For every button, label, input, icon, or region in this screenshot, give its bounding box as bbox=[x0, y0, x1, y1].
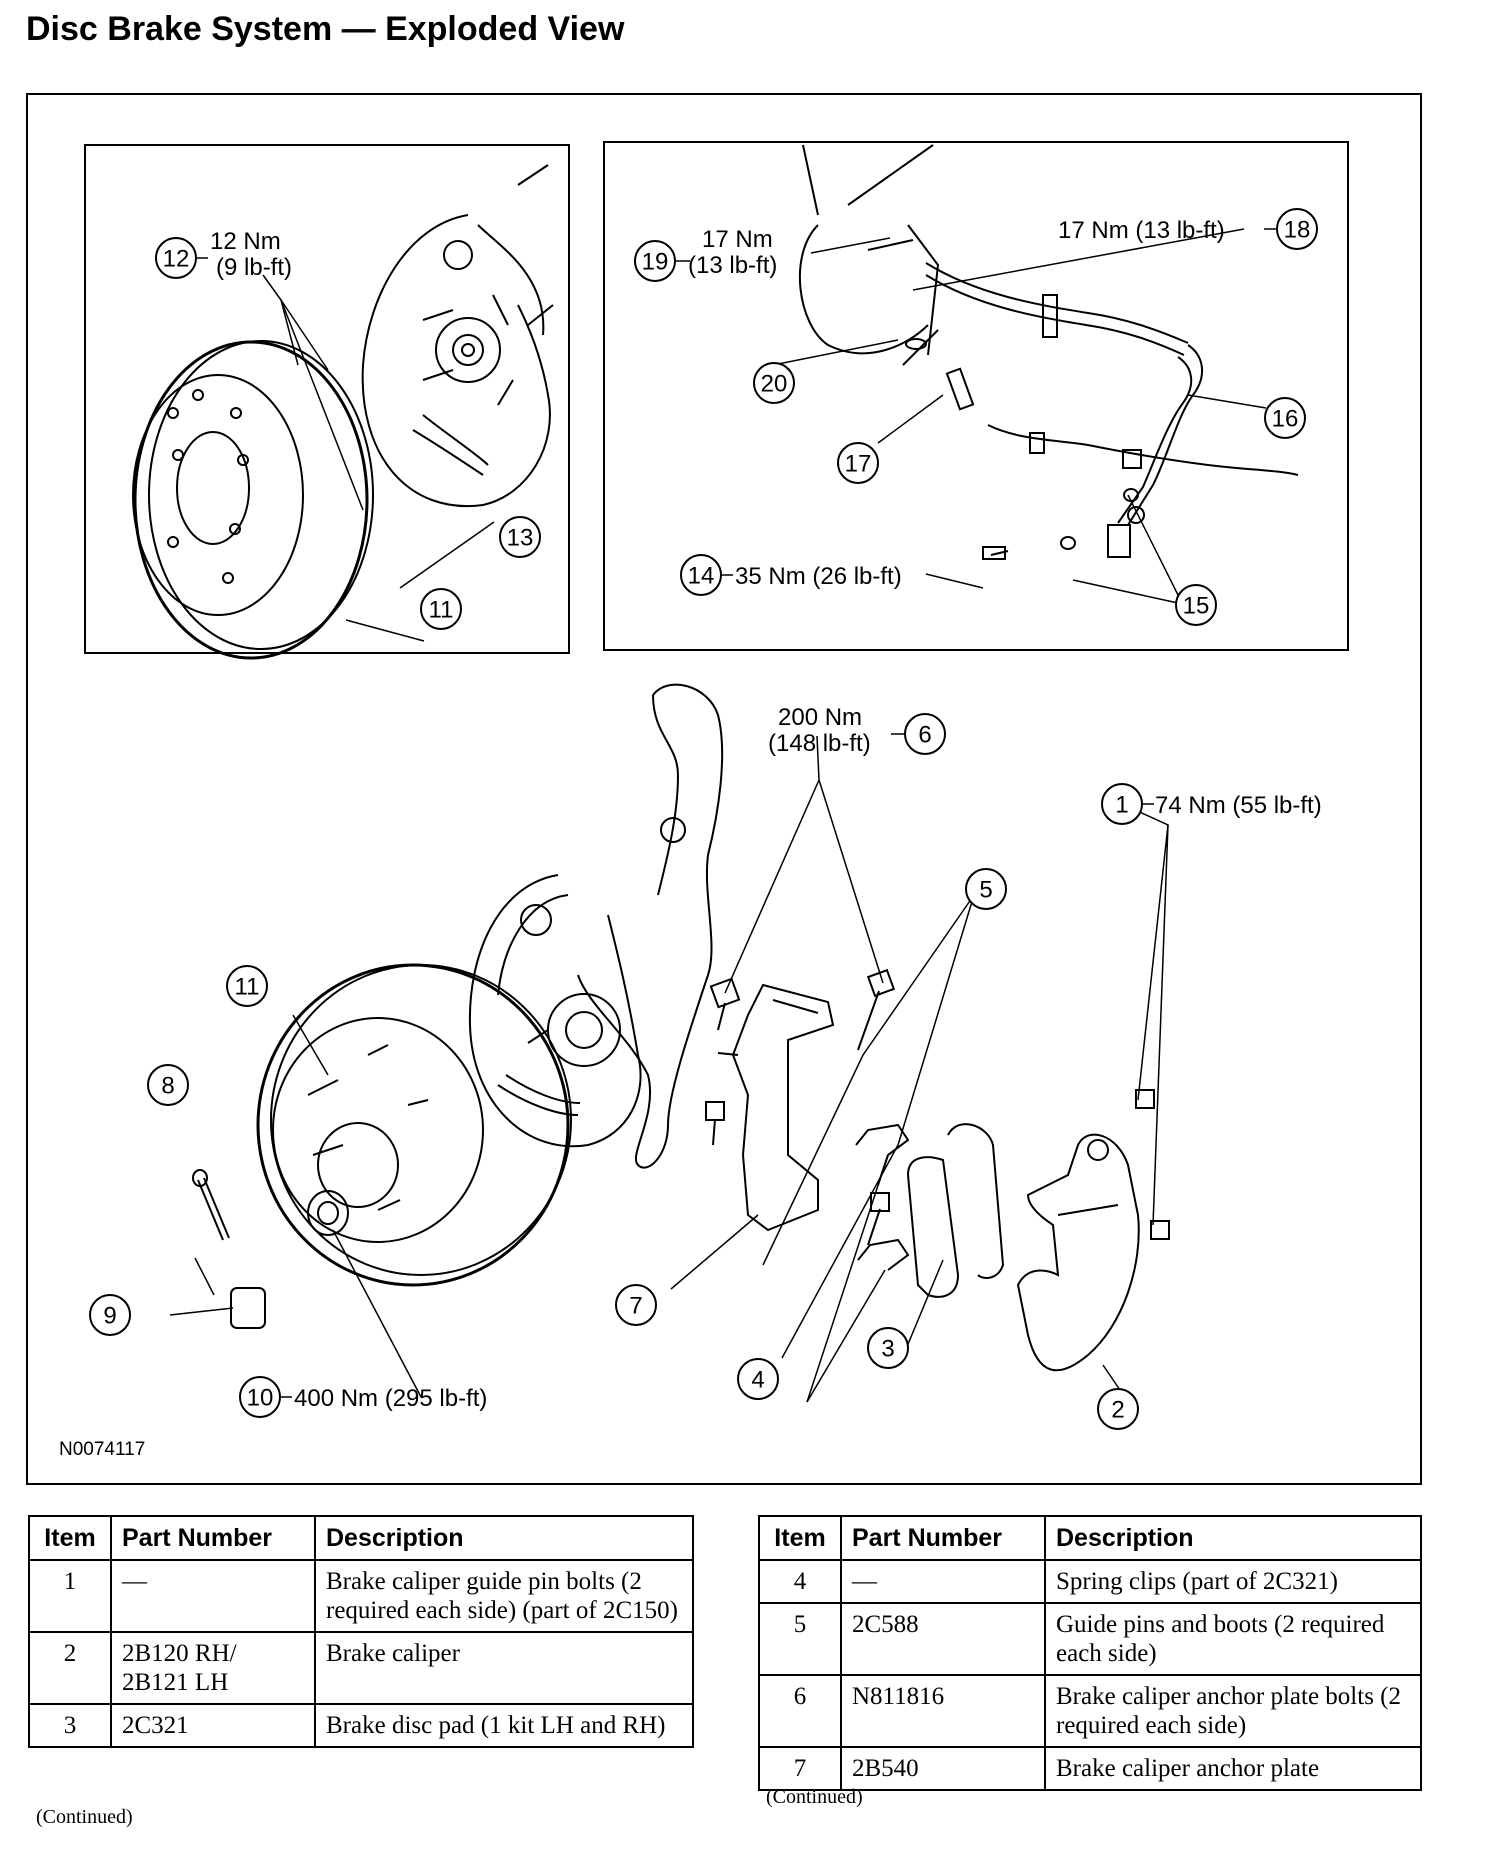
table-row: 5 2C588 Guide pins and boots (2 required… bbox=[758, 1602, 1422, 1676]
table-row: 4 — Spring clips (part of 2C321) bbox=[758, 1559, 1422, 1604]
callout-11-inset: 11 bbox=[429, 597, 454, 624]
header-part-number: Part Number bbox=[110, 1515, 316, 1561]
nut-retainer-drawing bbox=[230, 1287, 266, 1329]
parts-table-right: Item Part Number Description 4 — Spring … bbox=[758, 1515, 1422, 1791]
callout-5: 5 bbox=[979, 877, 992, 904]
callout-13: 13 bbox=[507, 525, 534, 552]
table-row: 7 2B540 Brake caliper anchor plate bbox=[758, 1746, 1422, 1791]
callout-9: 9 bbox=[103, 1303, 116, 1330]
callout-19: 19 bbox=[642, 249, 669, 276]
main-rotor-drawing bbox=[256, 963, 572, 1287]
torque-6-lbft: (148 lb-ft) bbox=[768, 730, 871, 757]
diagram-svg: 12 11 13 19 18 20 17 16 14 15 1 6 5 11 8… bbox=[59, 141, 1349, 1460]
part-number-cell: 2C588 bbox=[840, 1602, 1046, 1676]
anchor-plate-drawing bbox=[717, 983, 835, 1232]
header-part-number: Part Number bbox=[840, 1515, 1046, 1561]
description-cell: Brake caliper anchor plate bbox=[1044, 1746, 1422, 1791]
table-header-row: Item Part Number Description bbox=[758, 1515, 1422, 1561]
description-cell: Brake caliper guide pin bolts (2 require… bbox=[314, 1559, 694, 1633]
callout-17: 17 bbox=[845, 451, 872, 478]
callout-3: 3 bbox=[881, 1336, 894, 1363]
torque-6-nm: 200 Nm bbox=[778, 704, 862, 731]
description-cell: Brake caliper anchor plate bolts (2 requ… bbox=[1044, 1674, 1422, 1748]
inset-brake-hose bbox=[603, 141, 1349, 651]
callout-7: 7 bbox=[629, 1293, 642, 1320]
callout-1: 1 bbox=[1115, 792, 1128, 819]
part-number-cell: 2B540 bbox=[840, 1746, 1046, 1791]
item-cell: 6 bbox=[758, 1674, 842, 1748]
continued-note-right: (Continued) bbox=[766, 1786, 863, 1808]
description-cell: Brake caliper bbox=[314, 1631, 694, 1705]
continued-note-left: (Continued) bbox=[36, 1806, 133, 1828]
page-title: Disc Brake System — Exploded View bbox=[26, 10, 625, 48]
cotter-pin-drawing bbox=[197, 1179, 224, 1241]
caliper-drawing bbox=[1016, 1133, 1140, 1372]
torque-1: 74 Nm (55 lb-ft) bbox=[1155, 792, 1322, 819]
item-cell: 3 bbox=[28, 1703, 112, 1748]
torque-12-nm: 12 Nm bbox=[210, 228, 281, 255]
torque-19-nm: 17 Nm bbox=[702, 226, 773, 253]
item-cell: 1 bbox=[28, 1559, 112, 1633]
callout-8: 8 bbox=[161, 1073, 174, 1100]
exploded-view-diagram: 12 11 13 19 18 20 17 16 14 15 1 6 5 11 8… bbox=[26, 93, 1422, 1485]
header-item: Item bbox=[28, 1515, 112, 1561]
leader-lines bbox=[169, 228, 1267, 1403]
table-row: 3 2C321 Brake disc pad (1 kit LH and RH) bbox=[28, 1703, 694, 1748]
inset-dust-shield-drawing bbox=[361, 164, 554, 508]
inset-hose-drawing bbox=[798, 144, 1299, 560]
callout-18: 18 bbox=[1284, 217, 1311, 244]
inset-rotor-drawing bbox=[132, 340, 374, 660]
callout-circles bbox=[89, 208, 1318, 1430]
table-row: 1 — Brake caliper guide pin bolts (2 req… bbox=[28, 1559, 694, 1633]
part-number-cell: N811816 bbox=[840, 1674, 1046, 1748]
callout-16: 16 bbox=[1272, 406, 1299, 433]
inset-rotor-shield bbox=[84, 144, 570, 654]
item-cell: 7 bbox=[758, 1746, 842, 1791]
callout-15: 15 bbox=[1183, 593, 1210, 620]
callout-14: 14 bbox=[688, 563, 715, 590]
callout-11-main: 11 bbox=[235, 974, 260, 1001]
description-cell: Brake disc pad (1 kit LH and RH) bbox=[314, 1703, 694, 1748]
callout-6: 6 bbox=[918, 722, 931, 749]
brake-pads-drawing bbox=[906, 1123, 1005, 1298]
torque-14: 35 Nm (26 lb-ft) bbox=[735, 563, 902, 590]
figure-id: N0074117 bbox=[59, 1439, 145, 1460]
torque-19-lbft: (13 lb-ft) bbox=[688, 252, 777, 279]
spring-clips-drawing bbox=[855, 1123, 910, 1271]
item-cell: 2 bbox=[28, 1631, 112, 1705]
part-number-cell: — bbox=[840, 1559, 1046, 1604]
item-cell: 5 bbox=[758, 1602, 842, 1676]
callout-2: 2 bbox=[1111, 1397, 1124, 1424]
parts-table-left: Item Part Number Description 1 — Brake c… bbox=[28, 1515, 694, 1748]
header-description: Description bbox=[1044, 1515, 1422, 1561]
callout-20: 20 bbox=[761, 371, 788, 398]
callout-12: 12 bbox=[163, 246, 190, 273]
table-row: 6 N811816 Brake caliper anchor plate bol… bbox=[758, 1674, 1422, 1748]
part-number-cell: 2B120 RH/ 2B121 LH bbox=[110, 1631, 316, 1705]
callout-10: 10 bbox=[247, 1385, 274, 1412]
description-cell: Guide pins and boots (2 required each si… bbox=[1044, 1602, 1422, 1676]
torque-12-lbft: (9 lb-ft) bbox=[216, 254, 292, 281]
description-cell: Spring clips (part of 2C321) bbox=[1044, 1559, 1422, 1604]
item-cell: 4 bbox=[758, 1559, 842, 1604]
part-number-cell: 2C321 bbox=[110, 1703, 316, 1748]
callout-4: 4 bbox=[751, 1367, 764, 1394]
header-description: Description bbox=[314, 1515, 694, 1561]
table-row: 2 2B120 RH/ 2B121 LH Brake caliper bbox=[28, 1631, 694, 1705]
part-number-cell: — bbox=[110, 1559, 316, 1633]
torque-18: 17 Nm (13 lb-ft) bbox=[1058, 217, 1225, 244]
steering-knuckle-drawing bbox=[577, 683, 724, 1169]
header-item: Item bbox=[758, 1515, 842, 1561]
dust-shield-drawing bbox=[468, 874, 642, 1148]
bolts-drawing bbox=[705, 968, 1170, 1246]
table-header-row: Item Part Number Description bbox=[28, 1515, 694, 1561]
torque-10: 400 Nm (295 lb-ft) bbox=[294, 1385, 487, 1412]
